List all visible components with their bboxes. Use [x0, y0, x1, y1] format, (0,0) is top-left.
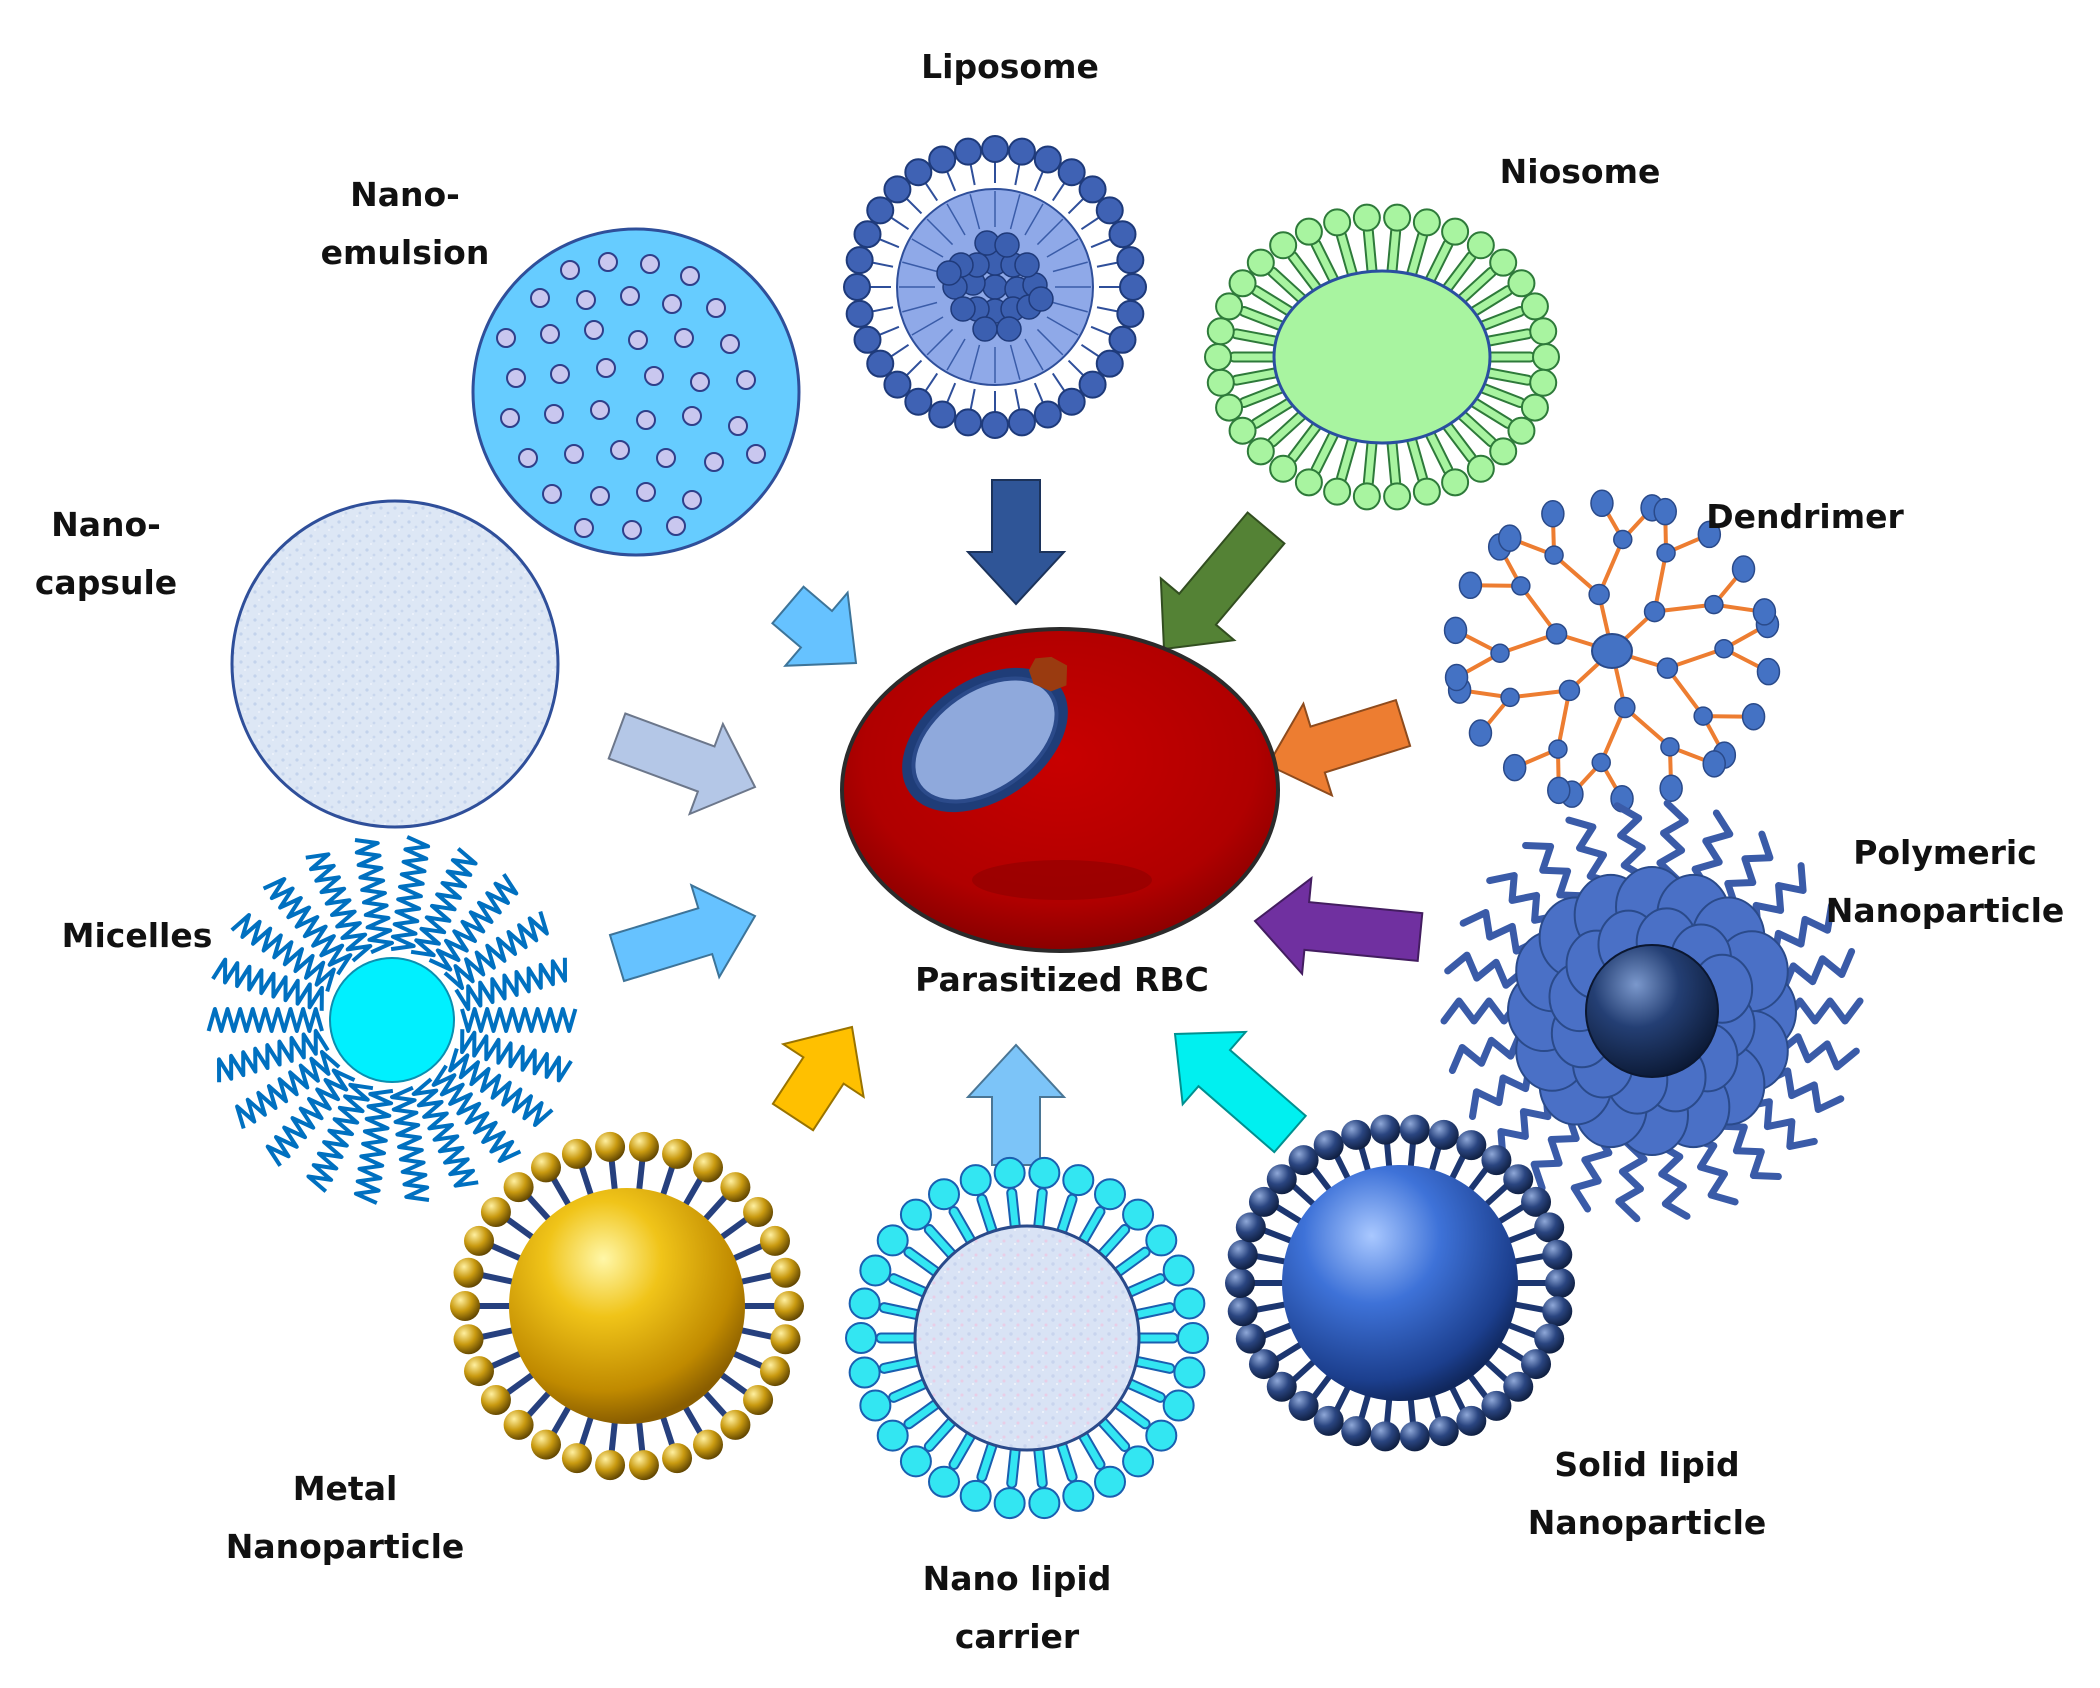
nanocapsule-illustration — [232, 501, 558, 827]
dendrimer-nodes — [1445, 490, 1780, 811]
arrow-micelles — [610, 885, 755, 981]
nano-lipid-carrier-illustration — [846, 1158, 1208, 1518]
arrow-dendrimer — [1268, 700, 1410, 795]
arrow-nlc — [968, 1045, 1064, 1165]
arrow-emulsion — [772, 587, 856, 666]
arrow-metal — [773, 1027, 864, 1130]
solid-lipid-nanoparticle-illustration — [1225, 1115, 1575, 1452]
nanoemulsion-illustration — [473, 229, 799, 555]
niosome-illustration — [1205, 205, 1559, 510]
arrow-liposome — [968, 480, 1064, 604]
arrow-polymeric — [1255, 878, 1422, 974]
arrow-capsule — [609, 714, 755, 815]
dendrimer-illustration — [1445, 490, 1780, 811]
arrow-solidlipid — [1175, 1032, 1306, 1152]
parasitized-rbc — [842, 628, 1278, 951]
metal-nanoparticle-illustration — [450, 1132, 804, 1480]
micelles-illustration — [209, 837, 576, 1203]
liposome-illustration — [844, 136, 1146, 438]
arrow-niosome — [1161, 513, 1285, 650]
